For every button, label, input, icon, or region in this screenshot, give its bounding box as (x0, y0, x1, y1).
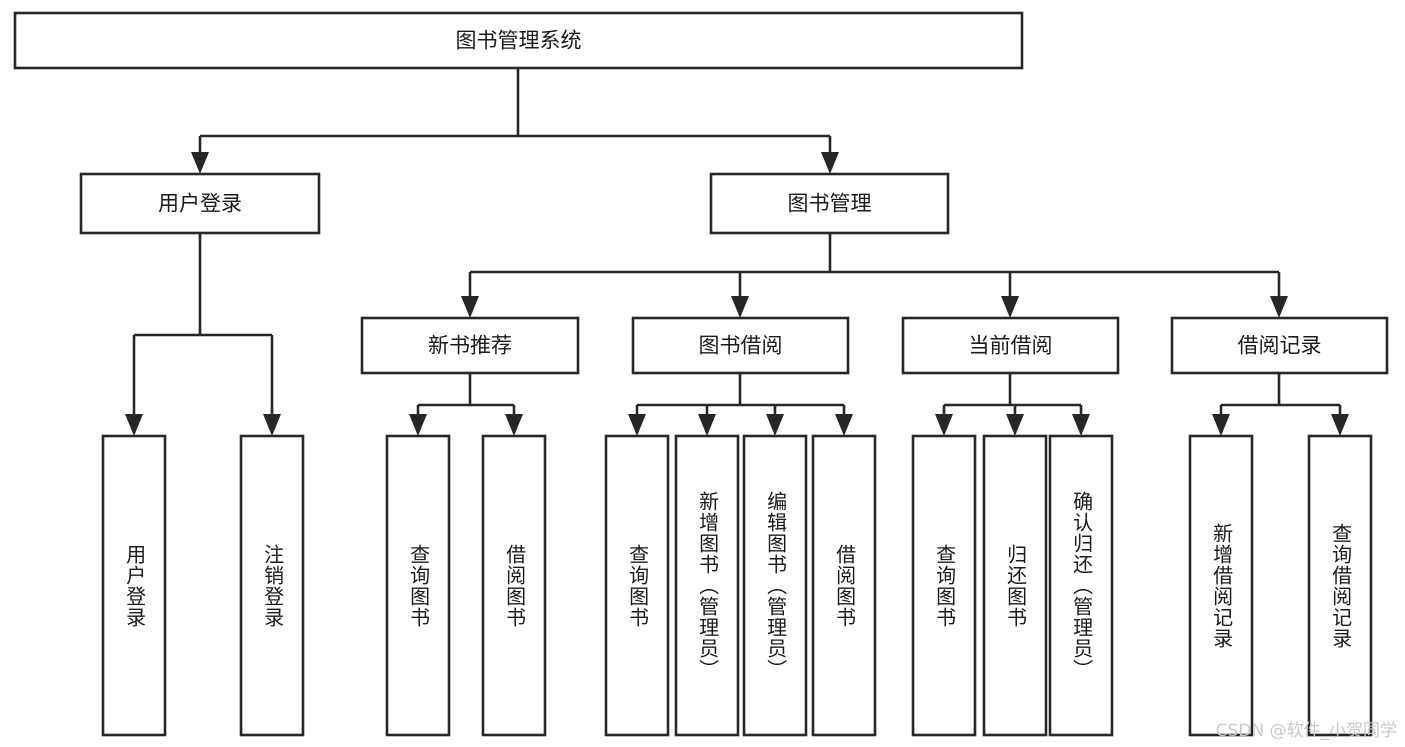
node-label: 用户登录 (158, 192, 242, 216)
connector-group-level2-当前借阅 (944, 373, 1081, 407)
arrow-head-icon (766, 414, 784, 436)
leaf-node-借阅图书[interactable] (811, 434, 877, 737)
arrow-head-icon (731, 296, 749, 318)
root-node-图书管理系统[interactable]: 图书管理系统 (13, 11, 1024, 70)
level2-node-当前借阅[interactable]: 当前借阅 (901, 316, 1120, 375)
level2-node-借阅记录[interactable]: 借阅记录 (1170, 316, 1389, 375)
leaf-node-用户登录[interactable] (101, 434, 167, 737)
node-box (674, 434, 740, 737)
arrow-head-icon (191, 152, 209, 174)
node-label: 借阅记录 (1238, 334, 1322, 358)
node-box (1170, 316, 1389, 375)
node-box (901, 316, 1120, 375)
node-label: 图书管理系统 (456, 29, 582, 53)
level1-node-图书管理[interactable]: 图书管理 (709, 172, 950, 235)
node-label: 当前借阅 (969, 334, 1053, 358)
connector-group-level2-新书推荐 (418, 373, 514, 407)
arrow-head-icon (935, 414, 953, 436)
node-box (239, 434, 305, 737)
arrow-head-icon (835, 414, 853, 436)
node-label: 图书借阅 (699, 334, 783, 358)
node-box (481, 434, 547, 737)
arrow-head-icon (263, 414, 281, 436)
level2-node-新书推荐[interactable]: 新书推荐 (360, 316, 580, 375)
level2-node-图书借阅[interactable]: 图书借阅 (631, 316, 850, 375)
node-box (1307, 434, 1373, 737)
node-box (1048, 434, 1114, 737)
leaf-node-查询图书[interactable] (604, 434, 670, 737)
node-box (811, 434, 877, 737)
node-box (13, 11, 1024, 70)
arrow-head-icon (698, 414, 716, 436)
arrow-head-icon (505, 414, 523, 436)
node-box (709, 172, 950, 235)
node-box (982, 434, 1048, 737)
level1-node-用户登录[interactable]: 用户登录 (79, 172, 321, 235)
leaf-node-新增借阅记录[interactable] (1188, 434, 1254, 737)
arrow-head-icon (821, 152, 839, 174)
node-box (631, 316, 850, 375)
arrow-head-icon (461, 296, 479, 318)
node-box (1188, 434, 1254, 737)
node-box (604, 434, 670, 737)
connector-group-level2-借阅记录 (1221, 373, 1340, 407)
arrow-head-icon (628, 414, 646, 436)
arrow-head-icon (1270, 296, 1288, 318)
watermark-label: CSDN @软件_小贺同学 (1215, 721, 1397, 741)
arrow-head-icon (1072, 414, 1090, 436)
connector-group-level2-图书借阅 (637, 373, 844, 407)
node-box (911, 434, 977, 737)
arrow-head-icon (1212, 414, 1230, 436)
leaf-node-注销登录[interactable] (239, 434, 305, 737)
node-box (360, 316, 580, 375)
connector-layer (125, 68, 1349, 436)
node-box (101, 434, 167, 737)
connector-group-userlogin-to-leaves (134, 233, 272, 337)
arrow-head-icon (125, 414, 143, 436)
node-box (79, 172, 321, 235)
leaf-node-查询借阅记录[interactable] (1307, 434, 1373, 737)
node-label: 图书管理 (788, 192, 872, 216)
arrow-head-icon (1001, 296, 1019, 318)
connector-group-root-to-level1 (200, 68, 830, 138)
node-label: 新书推荐 (428, 334, 512, 358)
arrow-head-icon (409, 414, 427, 436)
leaf-node-新增图书管理员[interactable] (674, 434, 740, 737)
leaf-node-归还图书[interactable] (982, 434, 1048, 737)
connector-group-bookmgmt-to-level2 (470, 233, 1279, 274)
leaf-node-编辑图书管理员[interactable] (742, 434, 808, 737)
leaf-node-确认归还管理员[interactable] (1048, 434, 1114, 737)
arrow-head-icon (1331, 414, 1349, 436)
leaf-node-查询图书[interactable] (385, 434, 451, 737)
node-box (742, 434, 808, 737)
node-box (385, 434, 451, 737)
leaf-node-查询图书[interactable] (911, 434, 977, 737)
arrow-head-icon (1006, 414, 1024, 436)
leaf-node-借阅图书[interactable] (481, 434, 547, 737)
